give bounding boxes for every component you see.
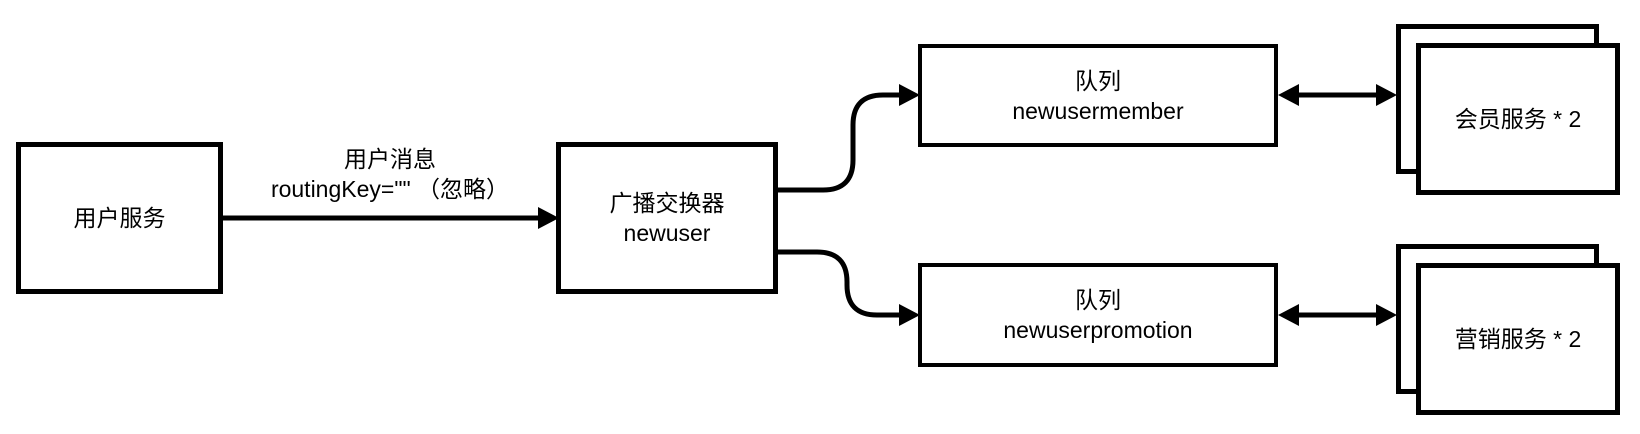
member-consume-right-arrowhead-icon — [1376, 84, 1397, 106]
promotion-service-label: 营销服务 * 2 — [1454, 326, 1582, 352]
exchange-name: newuser — [623, 220, 711, 246]
promotion-consume-left-arrowhead-icon — [1278, 304, 1299, 326]
publish-label-line2: routingKey="" （忽略） — [270, 176, 510, 202]
exchange-to-promotion-queue-connector — [776, 249, 899, 318]
promotion-consume-right-arrowhead-icon — [1376, 304, 1397, 326]
promotion-service-box: 营销服务 * 2 — [1416, 263, 1620, 415]
promotion-queue-arrowhead-icon — [899, 304, 920, 326]
exchange-box: 广播交换器 newuser — [556, 142, 778, 294]
publish-arrowhead-icon — [538, 207, 559, 229]
queue-member-title: 队列 — [1075, 67, 1121, 94]
member-service-box: 会员服务 * 2 — [1416, 43, 1620, 195]
queue-promotion-name: newuserpromotion — [1003, 317, 1193, 343]
exchange-to-member-queue-connector — [776, 92, 899, 193]
member-service-label: 会员服务 * 2 — [1454, 106, 1582, 132]
queue-member-name: newusermember — [1012, 97, 1184, 124]
member-consume-left-arrowhead-icon — [1278, 84, 1299, 106]
queue-promotion-box: 队列 newuserpromotion — [918, 263, 1278, 367]
publish-label-line1: 用户消息 — [344, 146, 436, 172]
user-service-box: 用户服务 — [16, 142, 223, 294]
queue-member-box: 队列 newusermember — [918, 44, 1278, 147]
publish-arrow-label: 用户消息 routingKey="" （忽略） — [240, 144, 540, 204]
queue-promotion-title: 队列 — [1075, 287, 1121, 313]
exchange-title: 广播交换器 — [609, 190, 725, 216]
member-queue-arrowhead-icon — [899, 84, 920, 106]
user-service-label: 用户服务 — [73, 205, 166, 231]
